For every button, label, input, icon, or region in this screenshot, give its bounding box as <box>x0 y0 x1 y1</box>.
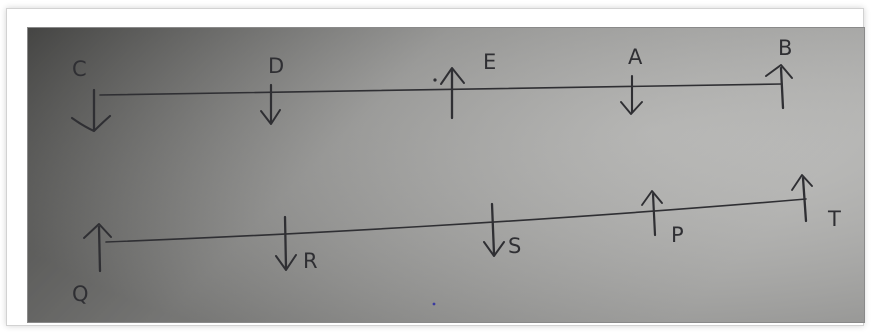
beam-bottom <box>83 174 813 273</box>
force-arrow-c <box>70 88 112 133</box>
force-arrow-e <box>433 67 465 120</box>
force-arrow-r <box>275 215 297 271</box>
label-t: T <box>827 207 841 231</box>
beam-top-line <box>99 83 783 96</box>
force-arrow-s <box>483 202 505 257</box>
label-r: R <box>303 249 318 273</box>
label-q: Q <box>72 282 89 306</box>
image-frame: C D E A B Q R S P T <box>6 8 865 326</box>
force-labels: C D E A B Q R S P T <box>72 36 841 306</box>
label-p: P <box>671 223 684 247</box>
force-arrow-a <box>620 74 643 115</box>
force-diagram: C D E A B Q R S P T <box>28 28 864 322</box>
force-arrow-q <box>83 223 112 273</box>
beam-top <box>70 64 793 133</box>
label-s: S <box>508 234 521 258</box>
beam-bottom-line <box>105 198 807 243</box>
force-arrow-b <box>765 64 793 110</box>
label-c: C <box>72 57 87 81</box>
label-a: A <box>628 45 643 69</box>
force-arrow-p <box>641 190 663 237</box>
handwritten-photo: C D E A B Q R S P T <box>27 27 865 323</box>
force-arrow-d <box>260 83 281 125</box>
label-e: E <box>483 50 496 74</box>
paper-shading <box>28 28 864 322</box>
label-b: B <box>778 36 792 60</box>
force-arrow-t <box>791 174 813 223</box>
label-d: D <box>268 54 284 78</box>
ink-speck <box>432 302 436 306</box>
